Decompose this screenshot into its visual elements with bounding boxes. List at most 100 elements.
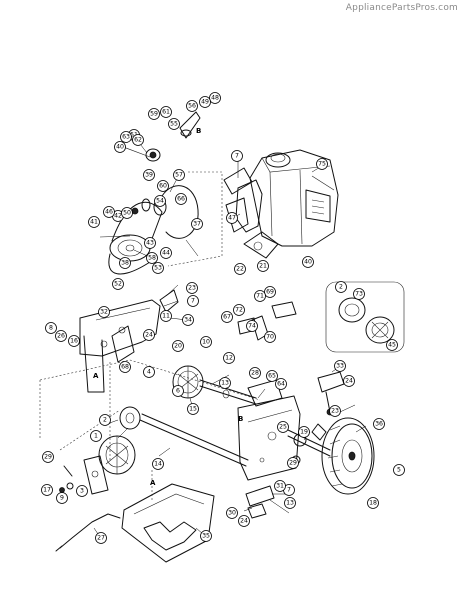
svg-text:29: 29 bbox=[44, 454, 52, 461]
svg-text:61: 61 bbox=[162, 109, 170, 116]
svg-text:65: 65 bbox=[268, 373, 276, 380]
svg-text:33: 33 bbox=[336, 363, 344, 370]
svg-text:36: 36 bbox=[375, 421, 383, 428]
callout-30: 30 bbox=[226, 507, 238, 519]
svg-text:29: 29 bbox=[289, 460, 297, 467]
svg-text:71: 71 bbox=[256, 293, 264, 300]
callout-57: 57 bbox=[173, 169, 185, 181]
svg-text:28: 28 bbox=[251, 370, 259, 377]
svg-text:2: 2 bbox=[103, 417, 107, 424]
callout-18: 18 bbox=[367, 497, 379, 509]
svg-text:24: 24 bbox=[345, 378, 353, 385]
callout-54: 54 bbox=[154, 195, 166, 207]
callout-44: 44 bbox=[160, 247, 172, 259]
svg-text:5: 5 bbox=[397, 467, 401, 474]
svg-text:40: 40 bbox=[116, 144, 124, 151]
svg-text:20: 20 bbox=[174, 343, 182, 350]
callout-15: 15 bbox=[187, 403, 199, 415]
callout-9: 9 bbox=[56, 492, 68, 504]
svg-text:12: 12 bbox=[225, 355, 233, 362]
svg-text:13: 13 bbox=[286, 500, 294, 507]
drive-shaft-assembly bbox=[55, 365, 257, 552]
svg-text:37: 37 bbox=[193, 221, 201, 228]
callout-69: 69 bbox=[264, 286, 276, 298]
callout-2: 2 bbox=[99, 414, 111, 426]
callout-40: 40 bbox=[302, 256, 314, 268]
svg-text:46: 46 bbox=[105, 209, 113, 216]
callout-16: 16 bbox=[68, 335, 80, 347]
callout-75: 75 bbox=[316, 158, 328, 170]
svg-text:73: 73 bbox=[355, 291, 363, 298]
callout-10: 10 bbox=[200, 336, 212, 348]
bearing-inset bbox=[325, 281, 405, 353]
svg-text:6: 6 bbox=[176, 388, 180, 395]
svg-text:19: 19 bbox=[300, 429, 308, 436]
axle-alignment-line bbox=[39, 359, 261, 401]
callout-26: 26 bbox=[55, 330, 67, 342]
svg-text:49: 49 bbox=[201, 99, 209, 106]
callout-68: 68 bbox=[119, 361, 131, 373]
callout-29: 29 bbox=[287, 457, 299, 469]
callout-43: 43 bbox=[144, 237, 156, 249]
callout-67: 67 bbox=[221, 311, 233, 323]
section-letter-a: A bbox=[150, 479, 156, 487]
callout-25: 25 bbox=[277, 421, 289, 433]
svg-text:18: 18 bbox=[369, 500, 377, 507]
callout-labels: 1 2 2 3 4 5 6 7 7 7 8 9 10 11 12 13 13 1… bbox=[41, 92, 405, 544]
callout-73: 73 bbox=[353, 288, 365, 300]
callout-74: 74 bbox=[246, 320, 258, 332]
callout-64: 64 bbox=[275, 378, 287, 390]
svg-text:14: 14 bbox=[154, 461, 162, 468]
svg-text:30: 30 bbox=[228, 510, 236, 517]
svg-text:7: 7 bbox=[191, 298, 195, 305]
svg-text:72: 72 bbox=[235, 307, 243, 314]
callout-36: 36 bbox=[373, 418, 385, 430]
callout-61: 61 bbox=[160, 106, 172, 118]
svg-text:39: 39 bbox=[145, 172, 153, 179]
section-letter-a: A bbox=[93, 372, 99, 380]
callout-59: 59 bbox=[148, 108, 160, 120]
svg-text:56: 56 bbox=[188, 103, 196, 110]
callout-14: 14 bbox=[152, 458, 164, 470]
callout-19: 19 bbox=[298, 426, 310, 438]
svg-text:53: 53 bbox=[154, 265, 162, 272]
callout-38: 38 bbox=[119, 257, 131, 269]
callout-46: 46 bbox=[103, 206, 115, 218]
callout-11: 11 bbox=[160, 310, 172, 322]
callout-65: 65 bbox=[266, 370, 278, 382]
callout-45: 45 bbox=[386, 339, 398, 351]
svg-text:21: 21 bbox=[259, 263, 267, 270]
callout-6: 6 bbox=[172, 385, 184, 397]
svg-text:16: 16 bbox=[70, 338, 78, 345]
callout-31: 31 bbox=[274, 480, 286, 492]
svg-text:50: 50 bbox=[123, 210, 131, 217]
svg-text:63: 63 bbox=[122, 134, 130, 141]
svg-text:59: 59 bbox=[150, 111, 158, 118]
svg-text:25: 25 bbox=[279, 424, 287, 431]
bottom-cover bbox=[121, 483, 275, 563]
svg-text:58: 58 bbox=[148, 255, 156, 262]
svg-text:60: 60 bbox=[159, 183, 167, 190]
svg-text:35: 35 bbox=[202, 533, 210, 540]
callout-41: 41 bbox=[88, 216, 100, 228]
svg-text:4: 4 bbox=[147, 369, 151, 376]
svg-text:24: 24 bbox=[145, 332, 153, 339]
callout-24: 24 bbox=[343, 375, 355, 387]
svg-text:40: 40 bbox=[304, 259, 312, 266]
svg-text:66: 66 bbox=[177, 196, 185, 203]
belt-area-boundary bbox=[167, 171, 223, 267]
svg-text:41: 41 bbox=[90, 219, 98, 226]
svg-text:1: 1 bbox=[94, 433, 98, 440]
svg-text:11: 11 bbox=[162, 313, 170, 320]
svg-text:57: 57 bbox=[175, 172, 183, 179]
callout-21: 21 bbox=[257, 260, 269, 272]
callout-72: 72 bbox=[233, 304, 245, 316]
svg-text:38: 38 bbox=[121, 260, 129, 267]
svg-text:74: 74 bbox=[248, 323, 256, 330]
site-watermark: AppliancePartsPros.com bbox=[345, 3, 458, 13]
callout-13: 13 bbox=[284, 497, 296, 509]
svg-text:67: 67 bbox=[223, 314, 231, 321]
svg-text:54: 54 bbox=[156, 198, 164, 205]
callout-55: 55 bbox=[168, 118, 180, 130]
